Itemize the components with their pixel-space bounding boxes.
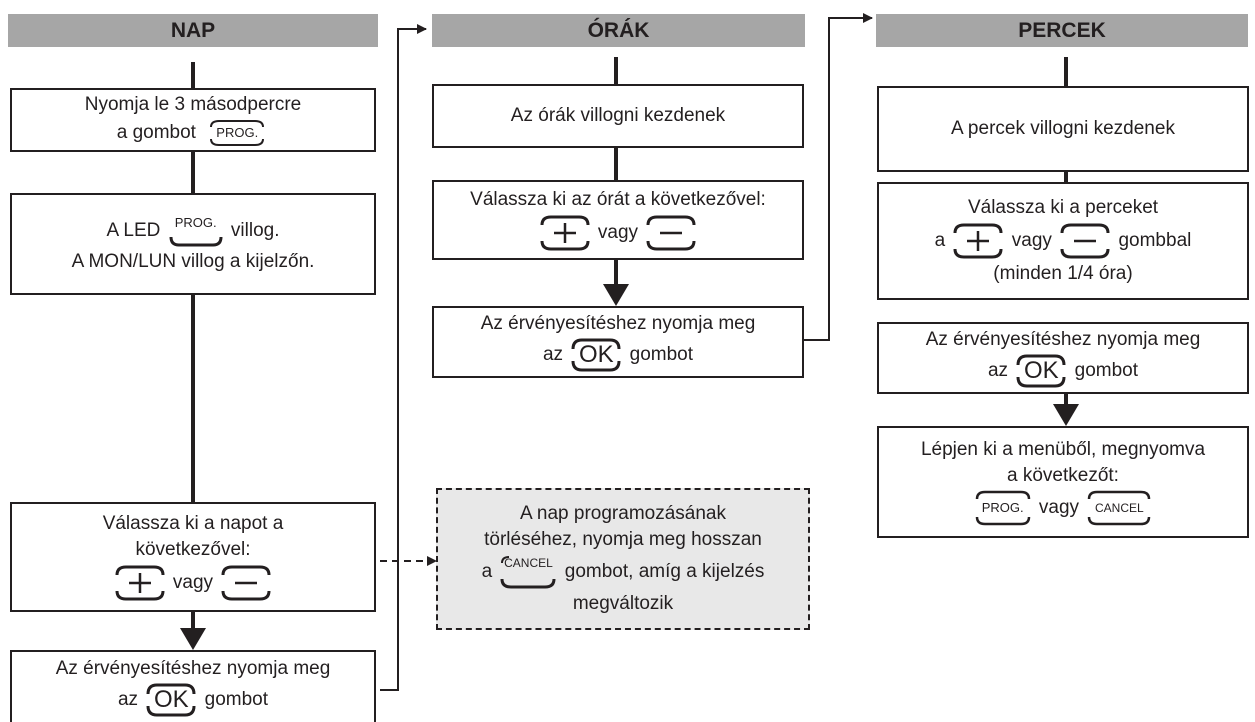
percek-step2-box: Válassza ki a perceket a vagy gombbal (m… [877,182,1249,300]
percek-step1-box: A percek villogni kezdenek [877,86,1249,172]
plus-button-icon [537,213,593,253]
cancel-label: CANCEL [1095,501,1144,515]
nap-step1-box: Nyomja le 3 másodpercre a gombot PROG. [10,88,376,152]
prog-label: PROG. [216,125,259,140]
orak-step3-az: az [542,344,564,366]
ok-button-icon: OK [143,682,199,718]
connector-col2-to-col3 [803,13,873,341]
percek-step3-box: Az érvényesítéshez nyomja meg az OK gomb… [877,322,1249,394]
ok-button-icon: OK [1013,353,1069,389]
percek-step2-line3: (minden 1/4 óra) [993,263,1133,284]
percek-step4-vagy: vagy [1038,497,1080,519]
nap-step2-box: A LED PROG. villog. A MON/LUN villog a k… [10,193,376,295]
prog-led-label: PROG. [174,215,217,230]
nap-step3-line1: Válassza ki a napot a [102,513,284,534]
percek-step2-a: a [934,230,946,252]
ok-label: OK [154,686,189,713]
percek-step3-line1: Az érvényesítéshez nyomja meg [925,329,1201,350]
percek-step4-box: Lépjen ki a menüből, megnyomva a követke… [877,426,1249,538]
percek-step3-gombot: gombot [1074,360,1138,382]
header-nap: NAP [8,14,378,47]
nap-step4-line1: Az érvényesítéshez nyomja meg [55,658,331,679]
prog-led-icon: PROG. [166,213,226,249]
delete-program-note: A nap programozásának törléséhez, nyomja… [436,488,810,630]
arrowhead-col3 [1053,404,1079,426]
header-orak: ÓRÁK [432,14,805,47]
prog-label: PROG. [981,500,1024,515]
arrowhead-col2 [603,284,629,306]
nap-step1-line2: a gombot [116,122,196,144]
cancel-button-icon: CANCEL [1084,489,1154,527]
percek-step3-az: az [987,360,1009,382]
orak-step2-box: Válassza ki az órát a következővel: vagy [432,180,804,260]
prog-button-icon: PROG. [972,489,1034,527]
percek-step4-line2: a következőt: [1007,465,1119,486]
orak-step2-line1: Válassza ki az órát a következővel: [470,189,766,210]
ok-label: OK [579,341,614,368]
plus-button-icon [112,563,168,603]
note-line3: gombot, amíg a kijelzés [564,561,765,583]
ok-button-icon: OK [568,337,624,373]
orak-step3-gombot: gombot [629,344,693,366]
percek-step2-gombbal: gombbal [1118,230,1192,252]
header-percek: PERCEK [876,14,1248,47]
note-line4: megváltozik [572,593,674,614]
cancel-label: CANCEL [504,556,553,570]
arrowhead-col1 [180,628,206,650]
nap-step4-az: az [117,689,139,711]
percek-step4-line1: Lépjen ki a menüből, megnyomva [920,439,1206,460]
percek-step2-vagy: vagy [1011,230,1052,252]
nap-step3-content: Válassza ki a napot a következővel: vagy [10,502,376,612]
nap-step3-vagy: vagy [172,572,214,594]
minus-button-icon [218,563,274,603]
note-a: a [481,561,493,583]
percek-step2-line1: Válassza ki a perceket [967,197,1159,218]
minus-button-icon [643,213,699,253]
nap-step2-line2: A MON/LUN villog a kijelzőn. [71,251,315,272]
orak-step1-box: Az órák villogni kezdenek [432,84,804,148]
nap-step2-led: A LED [106,220,161,242]
prog-button-icon: PROG. [205,118,269,148]
nap-step4-box: Az érvényesítéshez nyomja meg az OK gomb… [10,650,376,722]
connector-col1-to-col2 [380,24,427,691]
nap-step1-line1: Nyomja le 3 másodpercre [84,94,302,115]
orak-step3-line1: Az érvényesítéshez nyomja meg [480,313,756,334]
cancel-button-icon: CANCEL [497,553,559,591]
ok-label: OK [1024,357,1059,384]
percek-step1-line1: A percek villogni kezdenek [951,118,1175,139]
note-line1: A nap programozásának [520,503,726,524]
nap-step3-line2: következővel: [135,539,251,560]
plus-button-icon [950,221,1006,261]
note-line2: törléséhez, nyomja meg hosszan [484,529,762,550]
nap-step2-villog: villog. [230,220,280,242]
orak-step1-line1: Az órák villogni kezdenek [510,105,726,126]
orak-step2-vagy: vagy [597,222,639,244]
orak-step3-box: Az érvényesítéshez nyomja meg az OK gomb… [432,306,804,378]
nap-step4-gombot: gombot [204,689,268,711]
minus-button-icon [1057,221,1113,261]
